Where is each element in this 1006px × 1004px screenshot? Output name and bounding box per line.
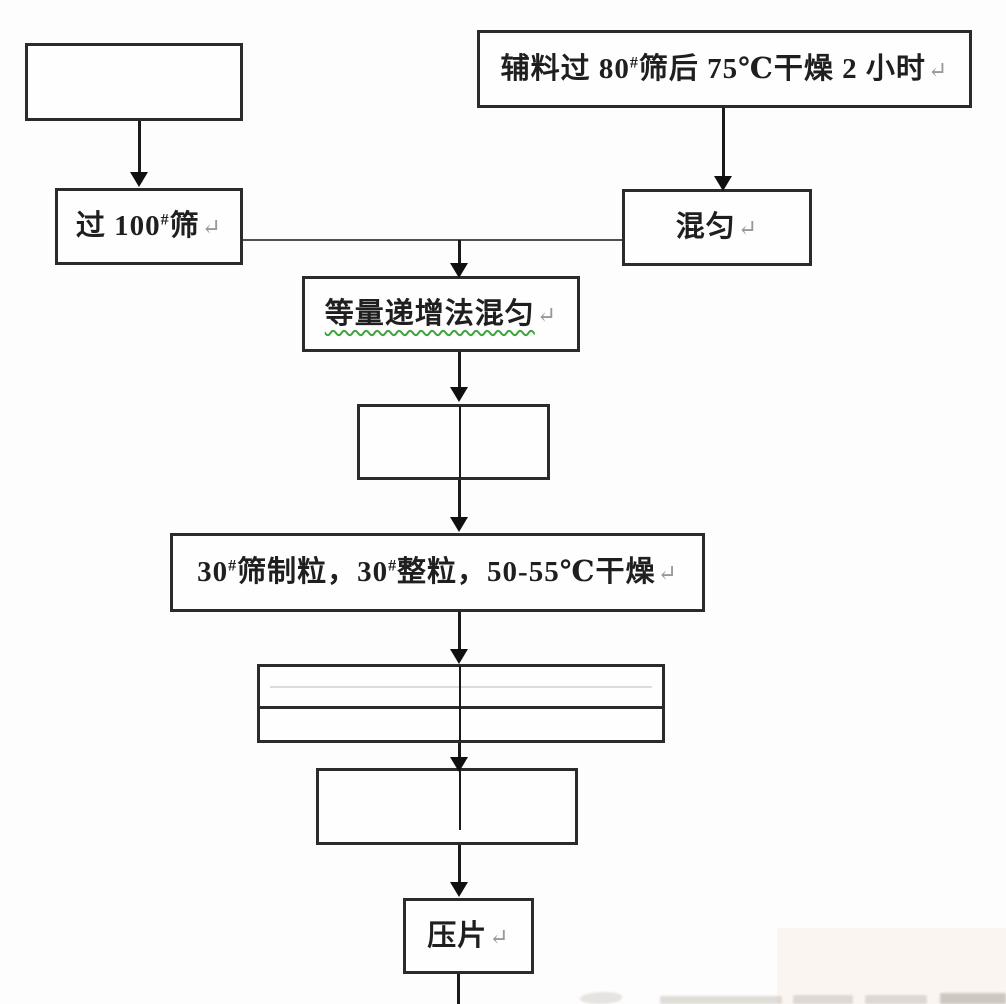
- node-mix: 混匀↵: [622, 189, 812, 266]
- connector-line: [458, 743, 461, 757]
- node-equal-increment-mix-label: 等量递增法混匀↵: [324, 297, 558, 330]
- label-part: 30: [197, 556, 229, 588]
- connector-line: [458, 845, 461, 882]
- connector-line: [458, 352, 461, 387]
- arrowhead-icon: [130, 172, 148, 187]
- node-blank-top-left: [25, 43, 243, 121]
- paragraph-return-icon: ↵: [201, 215, 223, 241]
- mesh-mark: #: [160, 211, 170, 229]
- node-sieve-100: 过 100#筛↵: [55, 188, 243, 265]
- node-tablet-press: 压片↵: [403, 898, 534, 974]
- label-part: 筛: [169, 210, 200, 242]
- paragraph-return-icon: ↵: [657, 561, 678, 587]
- node-granulate: 30#筛制粒，30#整粒，50-55℃干燥↵: [170, 533, 705, 612]
- label-part: 压片: [427, 919, 488, 952]
- paragraph-return-icon: ↵: [489, 924, 510, 951]
- watermark-fragment: [580, 992, 622, 1004]
- label-part: 等量递增法混匀: [324, 297, 535, 330]
- connector-line: [138, 121, 141, 172]
- node-granulate-label: 30#筛制粒，30#整粒，50-55℃干燥↵: [197, 558, 678, 587]
- paragraph-return-icon: ↵: [737, 216, 759, 242]
- paragraph-return-icon: ↵: [927, 57, 949, 84]
- connector-line-through-box: [459, 406, 461, 478]
- watermark-fragment: [865, 995, 927, 1004]
- node-blank-mid: [357, 404, 550, 480]
- arrowhead-icon: [450, 387, 468, 402]
- label-part: 混匀: [675, 211, 736, 243]
- watermark-fragment: [793, 995, 853, 1004]
- node-excipient-dry: 辅料过 80#筛后 75℃干燥 2 小时↵: [477, 30, 972, 108]
- node-excipient-dry-label: 辅料过 80#筛后 75℃干燥 2 小时↵: [500, 52, 949, 85]
- node-blank-wide: [257, 664, 665, 743]
- node-equal-increment-mix: 等量递增法混匀↵: [302, 276, 580, 352]
- node-mix-label: 混匀↵: [676, 213, 758, 242]
- connector-line: [458, 240, 461, 263]
- connector-line: [458, 480, 461, 517]
- mesh-mark: #: [388, 557, 398, 575]
- arrowhead-icon: [450, 517, 468, 532]
- label-part: 整粒，50-55℃干燥: [397, 556, 656, 588]
- box-divider-line: [259, 706, 663, 709]
- label-part: 过 100: [75, 210, 161, 242]
- connector-line: [457, 974, 460, 1004]
- arrowhead-icon: [450, 882, 468, 897]
- arrowhead-icon: [714, 176, 732, 191]
- connector-line: [243, 239, 622, 241]
- watermark-fragment: [940, 993, 1006, 1004]
- connector-line-through-box: [459, 771, 461, 830]
- mesh-mark: #: [228, 557, 238, 575]
- node-blank-lower: [316, 768, 578, 845]
- connector-line: [722, 108, 725, 176]
- watermark-fragment: [660, 996, 782, 1004]
- label-part: 筛制粒，30: [237, 556, 389, 588]
- node-tablet-press-label: 压片↵: [427, 919, 510, 952]
- mesh-mark: #: [629, 53, 639, 71]
- arrowhead-icon: [450, 757, 468, 772]
- arrowhead-icon: [450, 649, 468, 664]
- scan-streak: [270, 686, 652, 688]
- label-part: 筛后 75℃干燥 2 小时: [638, 52, 926, 85]
- node-sieve-100-label: 过 100#筛↵: [76, 212, 222, 241]
- arrowhead-icon: [450, 263, 468, 278]
- scan-tint-patch: [777, 928, 1006, 1004]
- paragraph-return-icon: ↵: [536, 302, 558, 329]
- connector-line-through-box: [459, 666, 461, 741]
- label-part: 辅料过 80: [500, 52, 630, 85]
- connector-line: [458, 612, 461, 649]
